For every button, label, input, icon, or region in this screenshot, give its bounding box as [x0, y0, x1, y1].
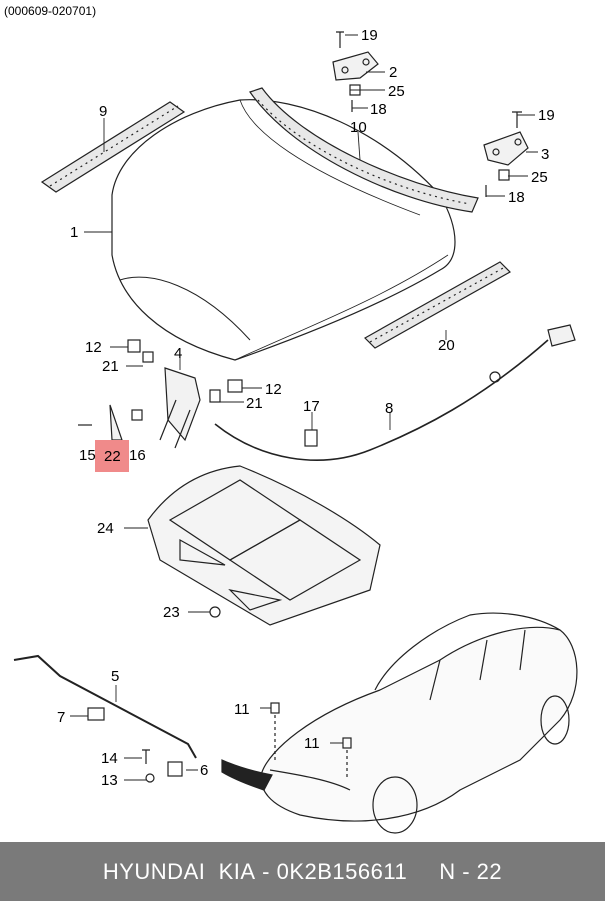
- footer-brand: HYUNDAI KIA: [102, 858, 256, 884]
- footer-part-number: 0K2B156611: [276, 858, 408, 884]
- callout-18-right: 18: [508, 189, 525, 206]
- hood-insulator-pad: [147, 465, 381, 626]
- footer-separator: -: [255, 858, 277, 884]
- hood-hinge-upper: [332, 31, 379, 112]
- callout-19-top: 19: [361, 27, 378, 44]
- callout-19-right: 19: [538, 107, 555, 124]
- hood-panel: [111, 99, 456, 361]
- callout-leader-lines: [70, 34, 538, 781]
- callout-labels: 1 2 3 4 5 6 7 8 9 10 11 11 12 12 13 14 1…: [57, 27, 555, 789]
- callout-11-left: 11: [234, 701, 250, 718]
- vehicle-illustration: [221, 612, 578, 834]
- callout-23: 23: [163, 604, 180, 621]
- callout-16: 16: [129, 447, 146, 464]
- footer-bar: HYUNDAI KIA - 0K2B156611 N - 22: [0, 842, 605, 901]
- diagram-reference-code: (000609-020701): [4, 4, 97, 18]
- callout-22: 22: [104, 448, 121, 465]
- callout-5: 5: [111, 668, 119, 685]
- callout-6: 6: [200, 762, 208, 779]
- callout-7: 7: [57, 709, 65, 726]
- hood-support-rod: [13, 654, 197, 783]
- callout-12-left: 12: [85, 339, 102, 356]
- hood-hinge-lower: [483, 111, 529, 197]
- callout-12-right: 12: [265, 381, 282, 398]
- callout-15: 15: [79, 447, 96, 464]
- footer-page-label: N - 22: [439, 858, 503, 884]
- callout-9: 9: [99, 103, 107, 120]
- callout-13: 13: [101, 772, 118, 789]
- callout-25-right: 25: [531, 169, 548, 186]
- hood-latch-assembly: [78, 339, 243, 449]
- callout-11-right: 11: [304, 735, 320, 752]
- callout-2: 2: [389, 64, 397, 81]
- callout-21-right: 21: [246, 395, 263, 412]
- callout-8: 8: [385, 400, 393, 417]
- callout-17: 17: [303, 398, 320, 415]
- callout-10: 10: [350, 119, 367, 136]
- callout-14: 14: [101, 750, 118, 767]
- hood-release-cable: [214, 324, 576, 461]
- callout-1: 1: [70, 224, 78, 241]
- hood-side-weatherstrip-left: [40, 101, 186, 193]
- exploded-parts-diagram: 1 2 3 4 5 6 7 8 9 10 11 11 12 12 13 14 1…: [13, 27, 578, 834]
- callout-4: 4: [174, 345, 182, 362]
- callout-21-left: 21: [102, 358, 119, 375]
- hood-side-weatherstrip-right: [364, 261, 511, 349]
- callout-18-top: 18: [370, 101, 387, 118]
- callout-25-top: 25: [388, 83, 405, 100]
- callout-24: 24: [97, 520, 114, 537]
- callout-20: 20: [438, 337, 455, 354]
- callout-3: 3: [541, 146, 549, 163]
- highlighted-part-marker: [95, 440, 129, 472]
- hood-front-seal-strip: [249, 87, 479, 213]
